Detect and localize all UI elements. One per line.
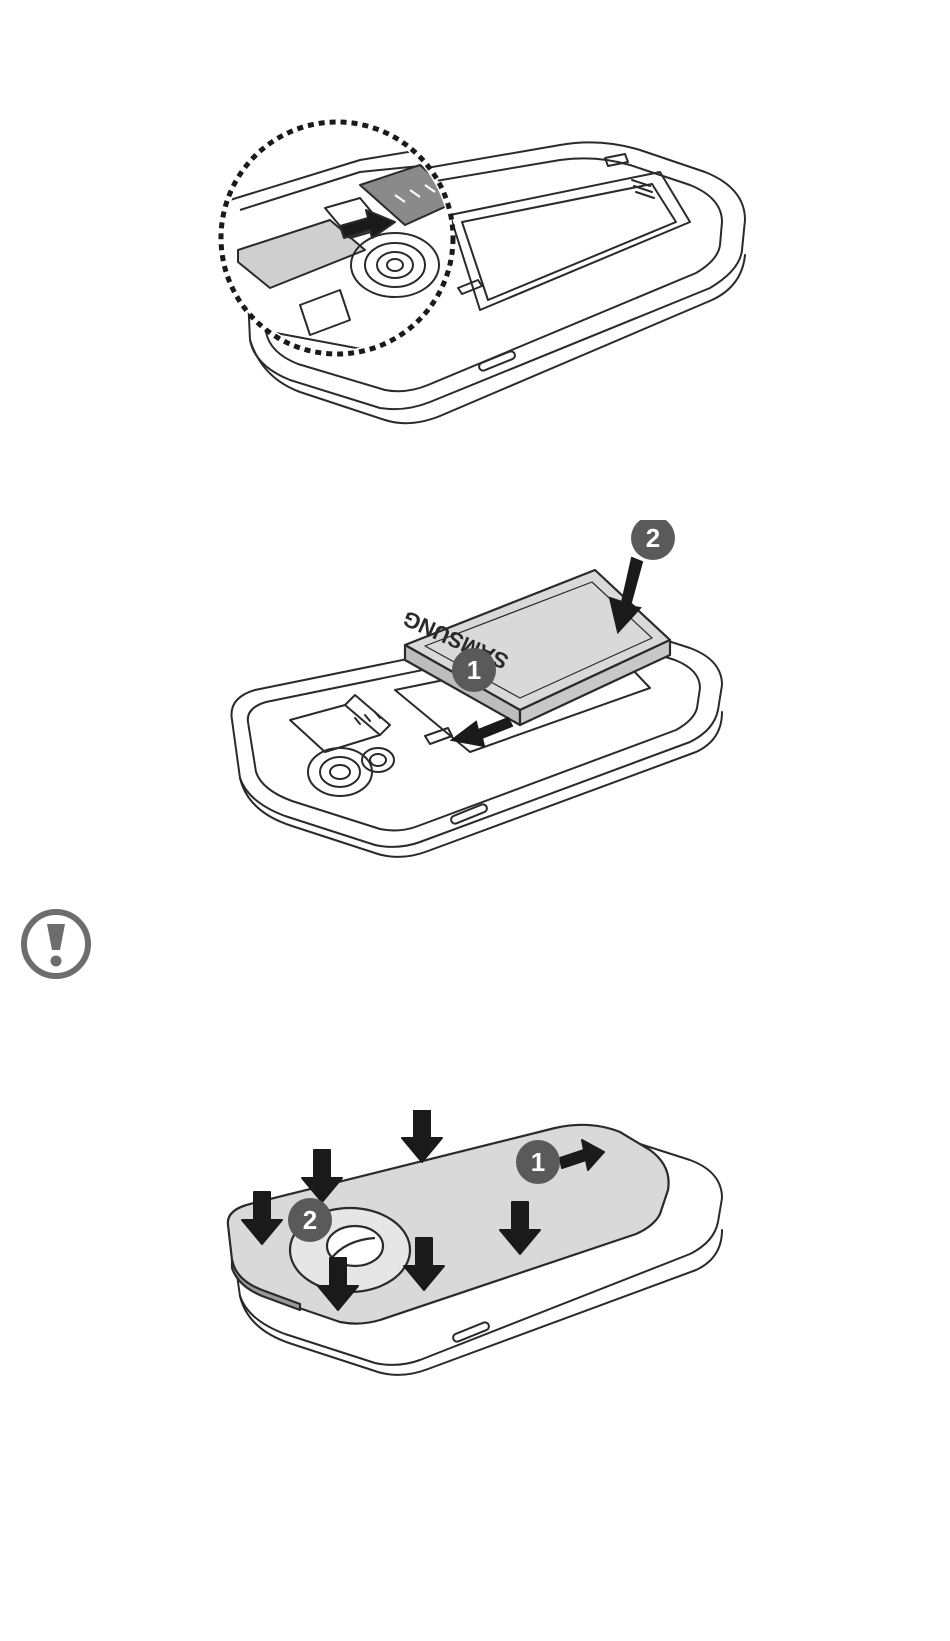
caution-icon bbox=[18, 906, 94, 982]
step-marker-2-label: 2 bbox=[646, 523, 660, 553]
exclamation-caution-icon bbox=[18, 906, 94, 982]
step-marker-2: 2 bbox=[631, 520, 675, 560]
back-cover-figure: 1 2 bbox=[0, 1110, 950, 1440]
slide-in-arrow bbox=[452, 718, 512, 746]
step-marker-1: 1 bbox=[516, 1140, 560, 1184]
step-marker-1-label: 1 bbox=[467, 655, 481, 685]
step-marker-2-label: 2 bbox=[303, 1205, 317, 1235]
step-marker-2: 2 bbox=[288, 1198, 332, 1242]
sim-insertion-illustration bbox=[0, 110, 950, 440]
back-cover-illustration: 1 2 bbox=[0, 1110, 950, 1440]
step-marker-1-label: 1 bbox=[531, 1147, 545, 1177]
battery-insertion-illustration: SAMSUNG 2 1 bbox=[0, 520, 950, 880]
battery-insertion-figure: SAMSUNG 2 1 bbox=[0, 520, 950, 880]
press-arrow bbox=[402, 1110, 442, 1162]
sim-insertion-figure bbox=[0, 110, 950, 440]
step-marker-1: 1 bbox=[452, 648, 496, 692]
